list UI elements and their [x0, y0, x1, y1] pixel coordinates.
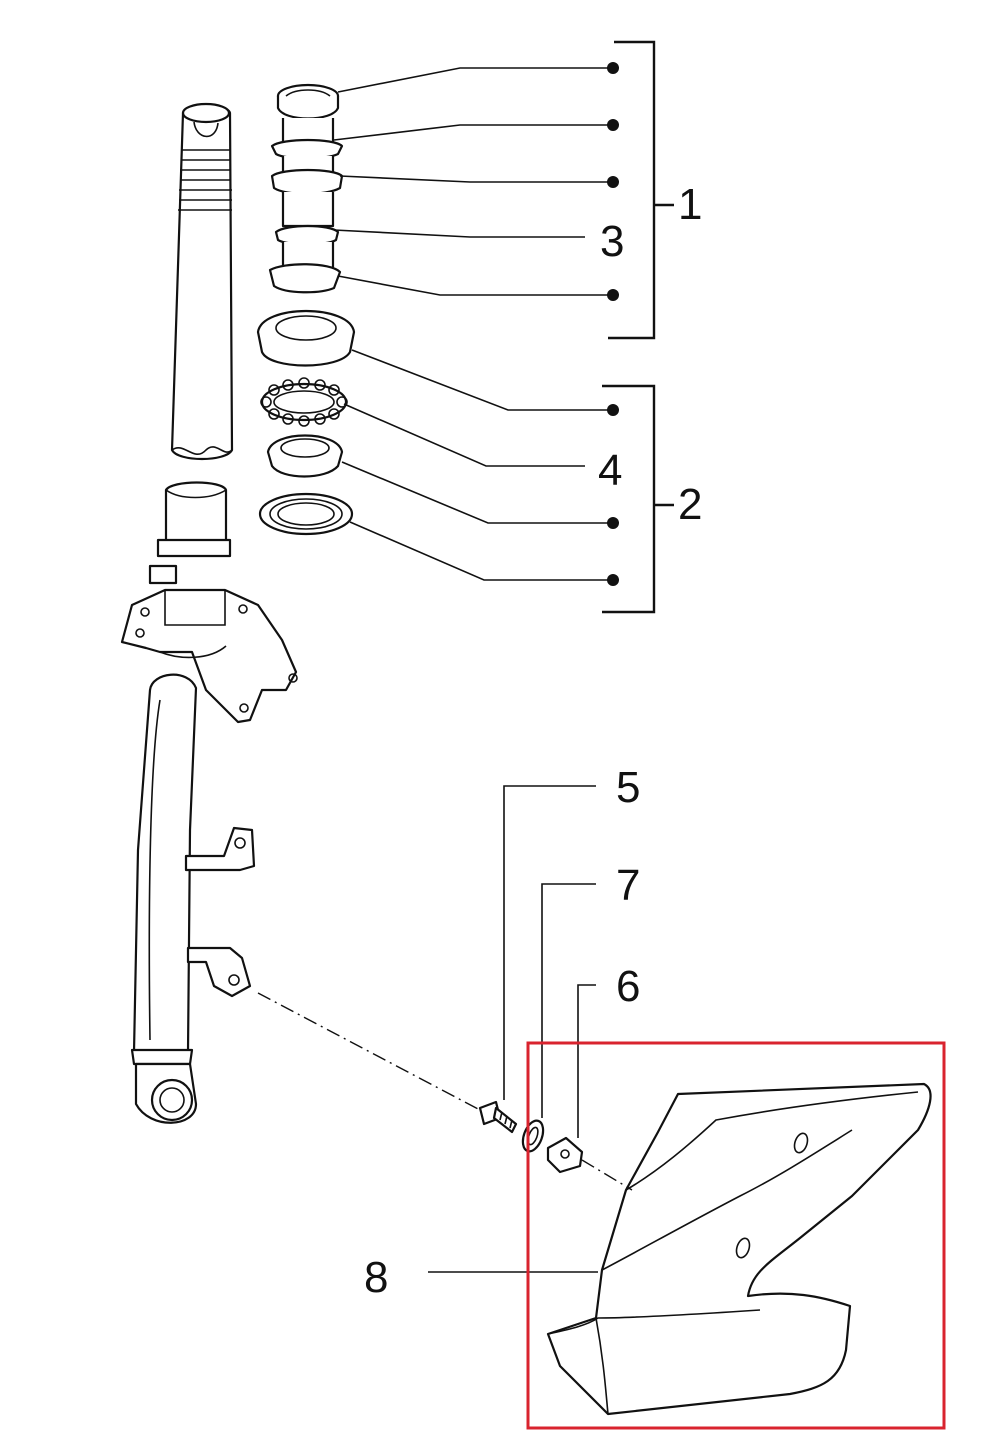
leader-lines — [333, 67, 613, 1273]
marker-dot — [607, 517, 619, 529]
fork-assembly — [120, 481, 298, 1124]
front-mudguard-8 — [546, 1082, 932, 1416]
bearing-balls — [260, 377, 348, 427]
marker-dot — [607, 62, 619, 74]
callout-8: 8 — [364, 1253, 388, 1302]
bearing-set — [256, 310, 356, 536]
group-marker-dots — [607, 62, 619, 586]
marker-dot — [607, 119, 619, 131]
callout-1: 1 — [678, 180, 702, 229]
marker-dot — [607, 404, 619, 416]
marker-dot — [607, 289, 619, 301]
group-2-bracket — [602, 384, 674, 614]
steering-tube-upper — [170, 102, 234, 460]
callout-6: 6 — [616, 962, 640, 1011]
highlight-box — [526, 1041, 946, 1430]
callout-5: 5 — [616, 763, 640, 812]
marker-dot — [607, 176, 619, 188]
marker-dot — [607, 574, 619, 586]
callout-4: 4 — [598, 446, 622, 495]
washer-7 — [521, 1119, 545, 1153]
callout-3: 3 — [600, 217, 624, 266]
callout-2: 2 — [678, 480, 702, 529]
callout-7: 7 — [616, 861, 640, 910]
group-1-bracket — [608, 40, 674, 340]
screw-5 — [478, 1100, 518, 1134]
assembly-axis-line — [257, 992, 633, 1191]
headset-upper-stack — [268, 83, 344, 294]
clip-nut-6 — [546, 1136, 584, 1174]
